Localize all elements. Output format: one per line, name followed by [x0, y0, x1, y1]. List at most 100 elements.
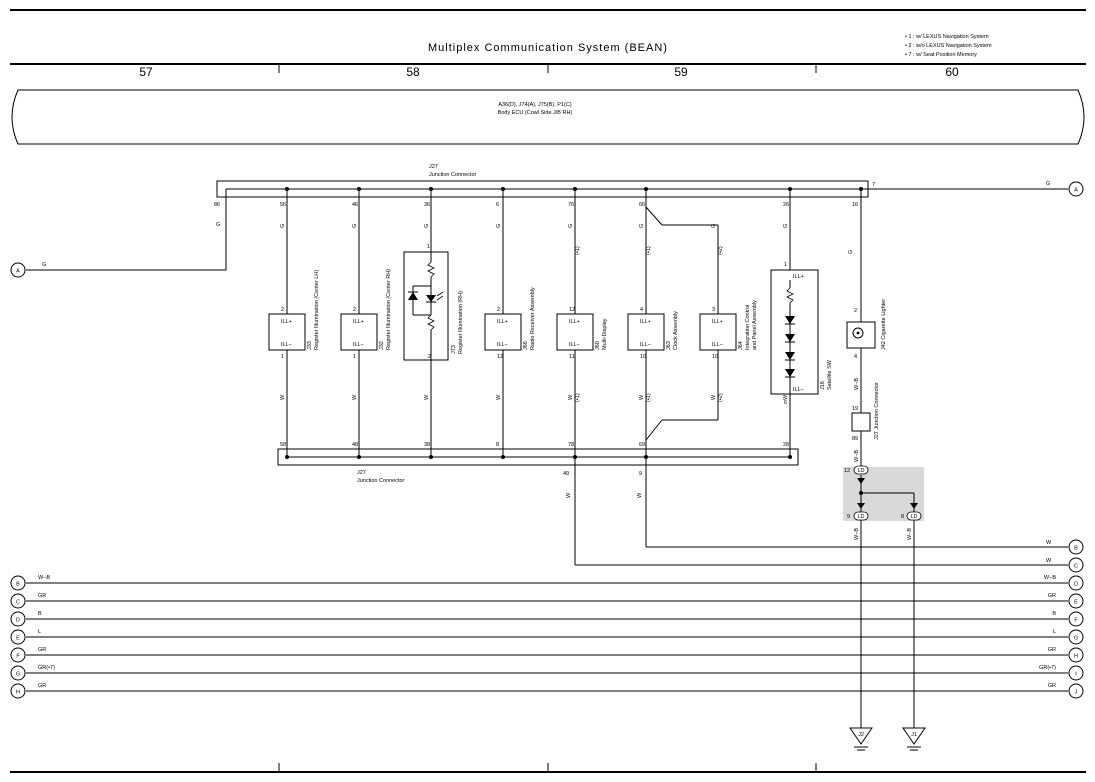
component-label: J33: [307, 341, 313, 350]
wire-color-bottom: W: [711, 394, 717, 400]
bus-wire-right: GR: [1048, 593, 1056, 599]
ref-right-label: H: [1074, 654, 1078, 660]
in-pin: 2: [497, 307, 500, 313]
bus-wire-right: L: [1053, 629, 1056, 635]
out-pin: 10: [712, 354, 718, 360]
wire-color: G: [424, 224, 430, 228]
ref-left: [10, 575, 26, 591]
svg-text:89: 89: [852, 436, 858, 442]
bus-wire-right: GR: [1048, 683, 1056, 689]
ref-a-right: A: [1068, 181, 1084, 197]
svg-text:J2: J2: [858, 732, 864, 738]
terminal: ILL+: [793, 274, 804, 280]
terminal: ILL+: [281, 319, 292, 325]
component-label: J16: [820, 381, 826, 390]
column-58: 58: [406, 65, 420, 79]
ref-left-label: B: [16, 582, 20, 588]
out-pin: 1: [281, 354, 284, 360]
left-vwire: G: [216, 222, 220, 228]
ref-right-label: F: [1074, 618, 1078, 624]
wire-color-bottom: W: [496, 394, 502, 400]
ref-left-label: H: [16, 690, 20, 696]
terminal: ILL−: [640, 342, 651, 348]
svg-text:J1: J1: [911, 732, 917, 738]
wire-color: G: [352, 224, 358, 228]
svg-text:J42 Cigarette Lighter: J42 Cigarette Lighter: [881, 299, 887, 350]
svg-text:J27 Junction Connector: J27 Junction Connector: [874, 382, 880, 440]
top-pin: 76: [568, 202, 574, 208]
top-right-wire: G: [1046, 181, 1050, 187]
ref-left: [10, 593, 26, 609]
wire-note: (•1): [575, 246, 581, 255]
wire-color-bottom: W: [352, 394, 358, 400]
ref-left: [10, 665, 26, 681]
ref-right: [1068, 593, 1084, 609]
svg-text:19: 19: [852, 406, 858, 412]
svg-text:2: 2: [854, 308, 857, 314]
wire-color: G: [280, 224, 286, 228]
top-pin: 66: [639, 202, 645, 208]
terminal: ILL−: [353, 342, 364, 348]
terminal: ILL−: [712, 342, 723, 348]
component-label: and Panel Assembly: [752, 300, 758, 350]
terminal: ILL+: [712, 319, 723, 325]
in-pin: 1: [784, 262, 787, 268]
wire-color-bottom: W: [639, 394, 645, 400]
wire-color: G: [783, 224, 789, 228]
terminal: ILL−: [281, 342, 292, 348]
ref-left: [10, 683, 26, 699]
bottom-pin: 78: [568, 442, 574, 448]
bus-wire-left: GR(•7): [38, 665, 55, 671]
svg-text:9: 9: [847, 514, 850, 520]
bus-wire-left: B: [38, 611, 42, 617]
top-pin: 6: [496, 202, 499, 208]
in-pin: 1: [427, 244, 430, 250]
ref-left-label: G: [16, 672, 20, 678]
bottom-pin-9: 9: [639, 471, 642, 477]
component-label: J64: [738, 341, 744, 350]
ref-left: [10, 647, 26, 663]
ecu-name: Body ECU (Cowl Side J/B RH): [498, 110, 573, 116]
note-1: • 1 : w/ LEXUS Navigation System: [905, 34, 989, 40]
ref-right-label: I: [1075, 672, 1077, 678]
component-label: J63: [666, 341, 672, 350]
ref-right: [1068, 647, 1084, 663]
bottom-pin: 28: [783, 442, 789, 448]
component-label: J60: [595, 341, 601, 350]
terminal: ILL+: [353, 319, 364, 325]
ref-right-label: D: [1074, 582, 1078, 588]
component-label: Satellite SW: [827, 359, 833, 390]
column-60: 60: [945, 65, 959, 79]
wire-note-bottom: (•1): [575, 393, 581, 402]
note-2: • 2 : w/o LEXUS Navigation System: [905, 43, 992, 49]
wire-color: G: [711, 224, 717, 228]
column-57: 57: [139, 65, 153, 79]
note-3: • 7 : w/ Seat Position Memory: [905, 52, 977, 58]
wire-color-bottom: W: [424, 394, 430, 400]
bus-line-5: G GR(•7) I GR(•7): [10, 665, 1084, 681]
svg-text:G: G: [848, 250, 854, 254]
wire-color: G: [496, 224, 502, 228]
in-pin: 4: [640, 307, 643, 313]
ref-a-left: A: [10, 262, 26, 278]
ref-right: [1068, 665, 1084, 681]
bottom-jc-name: Junction Connector: [357, 478, 405, 484]
out-pin: 6: [784, 400, 787, 406]
bus-wire-left: GR: [38, 593, 46, 599]
bus-wire-right: GR(•7): [1039, 665, 1056, 671]
bottom-pin: 8: [496, 442, 499, 448]
out-pin: 10: [640, 354, 646, 360]
out-pin: 11: [569, 354, 575, 360]
ref-left-label: F: [16, 654, 20, 660]
out-c-wire: W: [1046, 558, 1052, 564]
wire-note: (•1): [646, 246, 652, 255]
ref-right: [1068, 629, 1084, 645]
svg-text:16: 16: [852, 202, 858, 208]
top-jc-right-pin: 7: [872, 182, 875, 188]
